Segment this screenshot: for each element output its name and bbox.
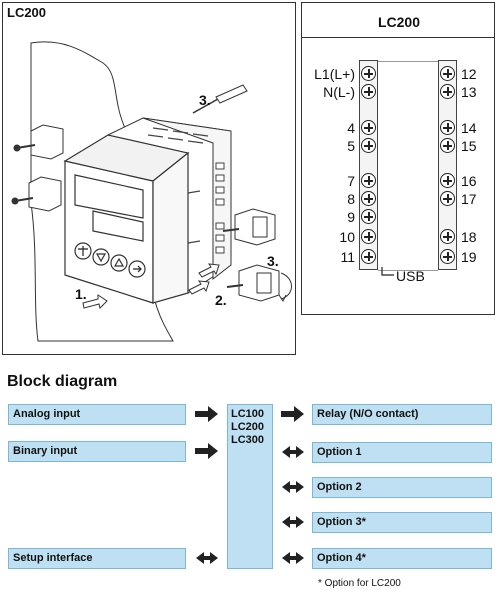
terminal-label-7: 7 <box>347 173 355 189</box>
controller-model-3: LC300 <box>231 434 265 446</box>
screw-13 <box>440 84 455 99</box>
screw-11 <box>361 249 376 264</box>
block-diagram-heading: Block diagram <box>7 373 118 390</box>
screwdriver <box>192 84 248 114</box>
screw-17 <box>440 191 455 206</box>
installation-illustration <box>11 41 292 342</box>
screw-10 <box>361 229 376 244</box>
insert-arrow-2b <box>198 263 220 278</box>
terminal-label-4: 4 <box>347 120 355 136</box>
controller-model-1: LC100 <box>231 408 265 420</box>
arrow-binary-input <box>195 443 218 459</box>
installation-panel-title: LC200 <box>7 5 47 20</box>
screw-19 <box>440 249 455 264</box>
terminal-label-19: 19 <box>461 249 477 265</box>
terminal-label-16: 16 <box>461 173 477 189</box>
installation-panel: LC200 <box>2 2 296 355</box>
input-analog: Analog input <box>8 404 186 425</box>
terminal-label-9: 9 <box>347 209 355 225</box>
screw-L1 <box>361 66 376 81</box>
terminal-label-18: 18 <box>461 229 477 245</box>
screw-14 <box>440 120 455 135</box>
terminal-label-15: 15 <box>461 138 477 154</box>
mounting-clip-bottom-left <box>11 176 62 212</box>
output-option-3: Option 3* <box>312 512 492 533</box>
screw-7 <box>361 173 376 188</box>
mounting-clip-top-left <box>13 124 64 160</box>
output-option-2: Option 2 <box>312 477 492 498</box>
insert-arrow-2 <box>188 280 210 295</box>
terminal-label-10: 10 <box>339 229 355 245</box>
terminal-label-5: 5 <box>347 138 355 154</box>
screw-18 <box>440 229 455 244</box>
mounting-clip-top-right <box>222 208 276 246</box>
arrow-setup-interface <box>196 552 218 564</box>
controller-front-bezel <box>63 134 190 304</box>
usb-label: USB <box>396 268 425 284</box>
controller-block: LC100 LC200 LC300 <box>227 404 273 569</box>
insert-arrow-1 <box>82 294 108 309</box>
terminal-label-13: 13 <box>461 84 477 100</box>
right-terminal-strip <box>438 60 457 270</box>
screw-5 <box>361 138 376 153</box>
screw-N <box>361 84 376 99</box>
arrow-relay-output <box>281 406 304 422</box>
terminal-label-14: 14 <box>461 120 477 136</box>
screw-4 <box>361 120 376 135</box>
step-3-label-top: 3. <box>199 92 211 108</box>
controller-model-2: LC200 <box>231 421 265 433</box>
step-3-label-right: 3. <box>267 253 279 269</box>
screw-16 <box>440 173 455 188</box>
terminal-panel: LC200 L1(L+) N(L-) 4 5 7 8 9 10 11 12 13… <box>301 2 495 315</box>
screw-9 <box>361 209 376 224</box>
usb-pointer <box>381 267 394 276</box>
arrow-option-1 <box>282 446 304 458</box>
input-binary: Binary input <box>8 441 186 462</box>
input-setup-interface: Setup interface <box>8 548 186 569</box>
terminal-label-11: 11 <box>340 249 355 265</box>
arrow-option-3 <box>282 516 304 528</box>
screw-15 <box>440 138 455 153</box>
screw-8 <box>361 191 376 206</box>
arrow-analog-input <box>195 406 218 422</box>
arrow-option-4 <box>282 552 304 564</box>
output-option-4: Option 4* <box>312 548 492 569</box>
terminal-panel-title: LC200 <box>377 14 421 30</box>
mounting-clip-bottom-right <box>226 264 292 302</box>
terminal-body <box>378 61 438 271</box>
terminal-label-8: 8 <box>347 191 355 207</box>
terminal-label-17: 17 <box>461 191 477 207</box>
output-relay: Relay (N/O contact) <box>312 404 492 425</box>
option-footnote: * Option for LC200 <box>318 578 401 589</box>
step-2-label: 2. <box>215 292 227 308</box>
output-option-1: Option 1 <box>312 442 492 463</box>
arrow-option-2 <box>282 481 304 493</box>
terminal-label-12: 12 <box>461 66 477 82</box>
terminal-label-L1: L1(L+) <box>314 66 355 82</box>
screw-12 <box>440 66 455 81</box>
terminal-label-N: N(L-) <box>323 84 355 100</box>
step-1-label: 1. <box>75 286 87 302</box>
title-divider <box>302 37 494 38</box>
